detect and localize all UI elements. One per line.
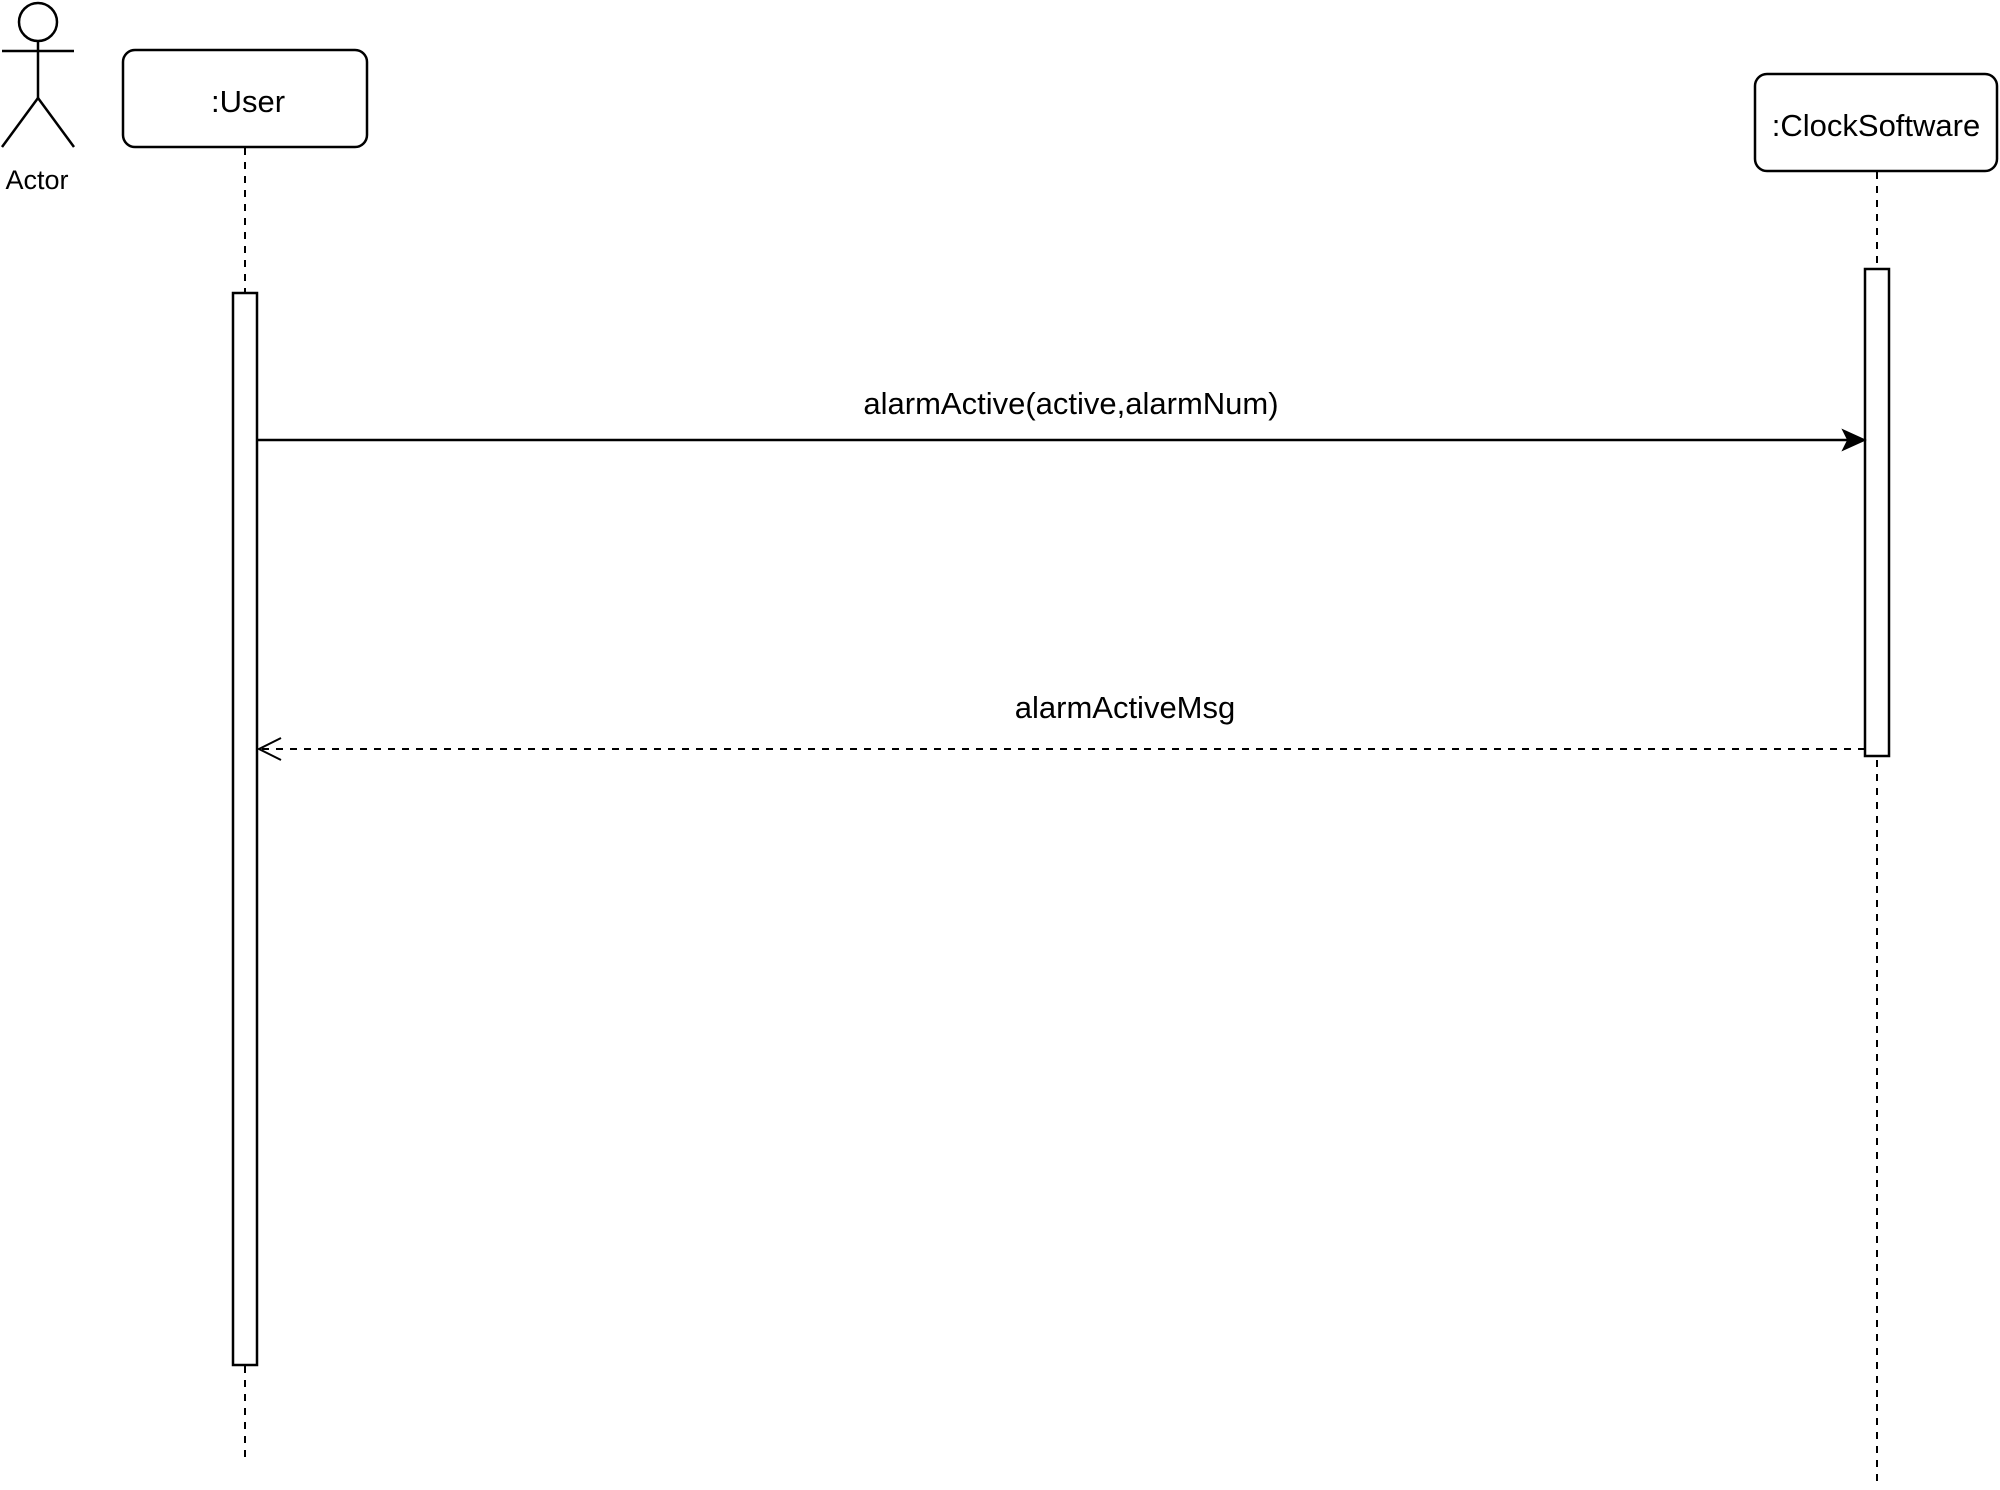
participant-clock-software-box bbox=[1753, 72, 1999, 173]
participant-clock-software-label: :ClockSoftware bbox=[1772, 108, 1980, 143]
actor-label: Actor bbox=[5, 165, 68, 195]
activation-clock-software bbox=[1863, 267, 1891, 758]
actor: Actor bbox=[0, 1, 76, 195]
message-alarm-active-label: alarmActive(active,alarmNum) bbox=[863, 386, 1278, 421]
filled-arrowhead-icon bbox=[1841, 428, 1867, 452]
message-alarm-active-msg-label: alarmActiveMsg bbox=[1015, 690, 1236, 725]
participant-clock-software: :ClockSoftware bbox=[1753, 72, 1999, 1488]
participant-user-box bbox=[121, 48, 369, 149]
message-alarm-active-msg: alarmActiveMsg bbox=[256, 690, 1865, 761]
actor-stick-figure-icon bbox=[0, 1, 76, 148]
open-arrowhead-icon bbox=[256, 737, 282, 761]
message-alarm-active: alarmActive(active,alarmNum) bbox=[257, 386, 1867, 452]
participant-user: :User bbox=[121, 48, 369, 1458]
activation-user bbox=[231, 291, 259, 1367]
participant-user-label: :User bbox=[211, 84, 285, 119]
